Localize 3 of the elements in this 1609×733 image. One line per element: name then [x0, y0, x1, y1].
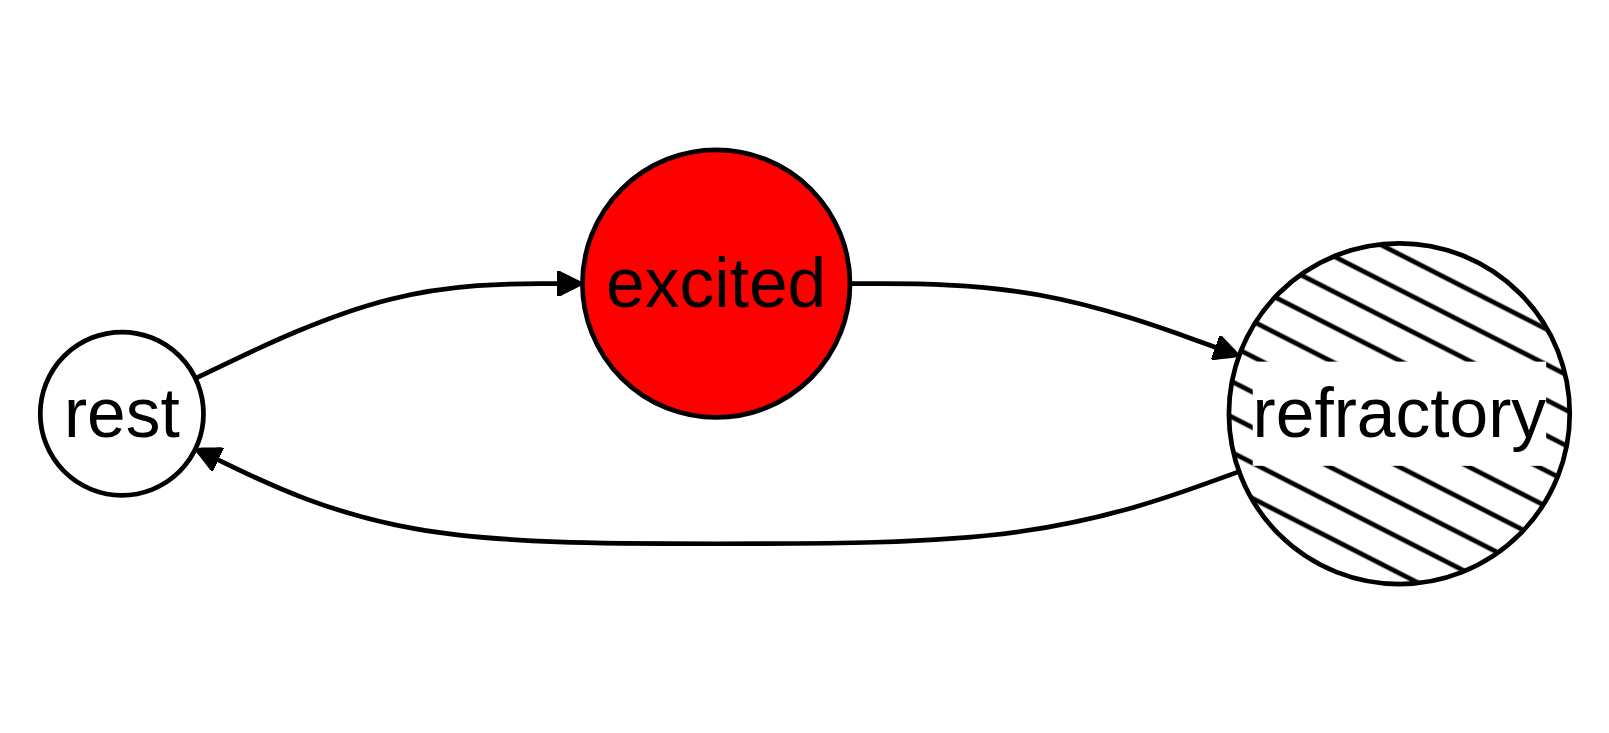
- node-circle: refractory: [1226, 240, 1572, 586]
- node-circle: excited: [579, 147, 852, 420]
- node-circle: rest: [37, 329, 206, 498]
